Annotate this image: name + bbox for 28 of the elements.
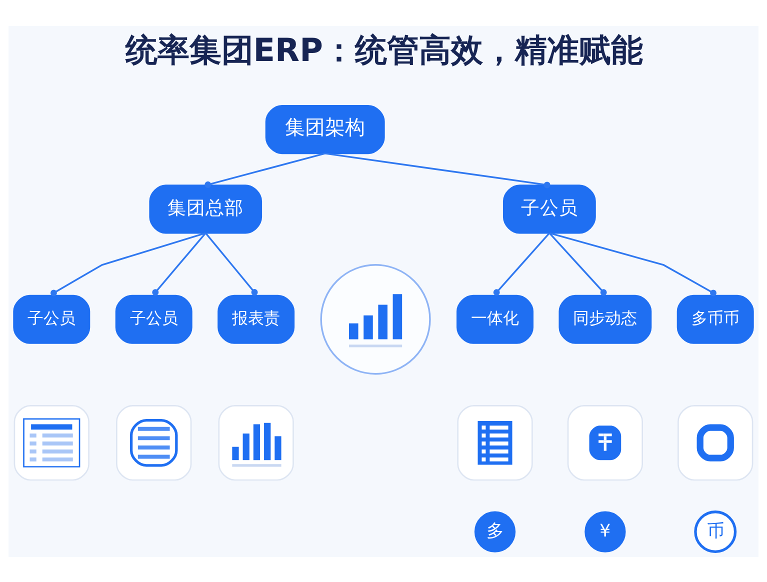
connector [548, 232, 607, 296]
node-picture [567, 404, 644, 480]
node-picture [678, 404, 754, 480]
node-circle: 币 [694, 510, 737, 553]
node-box: 集团架构 [265, 104, 385, 154]
connector [549, 232, 717, 296]
connector [152, 232, 206, 296]
node-box: 报表责 [218, 294, 295, 344]
connector [50, 232, 206, 296]
node-picture [320, 264, 431, 374]
node-box: 子公员 [502, 184, 596, 234]
node-box: 子公员 [115, 294, 192, 344]
connector [204, 152, 326, 188]
node-picture [14, 404, 90, 480]
node-box: 同步动态 [558, 294, 652, 344]
node-box: 集团总部 [149, 184, 262, 234]
connector [493, 232, 550, 296]
diagram-title: 统率集团ERP：统管高效，精准赋能 [125, 30, 643, 68]
node-picture [116, 404, 192, 480]
node-circle: 多 [474, 510, 516, 552]
node-circle: ¥ [584, 510, 626, 552]
node-box: 多币币 [676, 294, 754, 344]
node-box: 一体化 [456, 294, 534, 344]
connector [324, 152, 550, 188]
node-picture [218, 404, 294, 480]
node-picture [457, 404, 533, 480]
connector [204, 232, 258, 296]
node-box: 子公员 [13, 294, 90, 344]
